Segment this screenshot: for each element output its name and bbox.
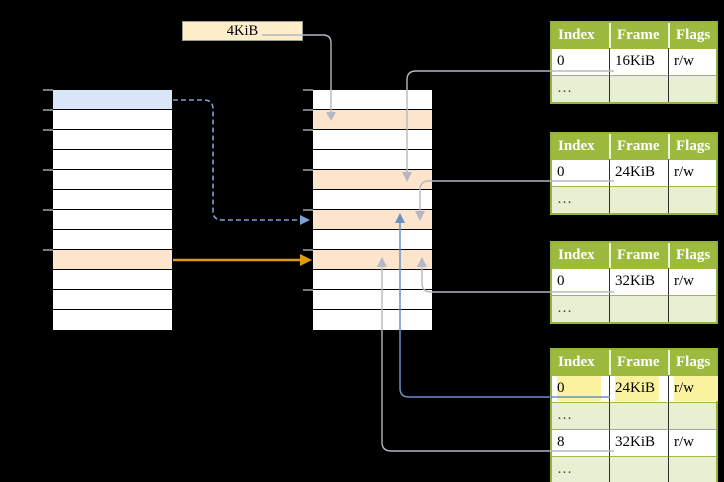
table-cell bbox=[668, 186, 716, 213]
l1-entry bbox=[53, 230, 172, 250]
l2-entry bbox=[313, 90, 432, 110]
l1-entry-highlight-blue bbox=[53, 90, 172, 110]
table-cell: r/w bbox=[668, 375, 718, 402]
highlighted-value: r/w bbox=[674, 376, 718, 401]
column-header: Flags bbox=[668, 350, 716, 375]
table-cell: … bbox=[552, 75, 609, 102]
l2-entry-highlight-orange bbox=[313, 210, 432, 230]
column-header: Index bbox=[552, 350, 609, 375]
l1-entry bbox=[53, 110, 172, 130]
table-cell: 32KiB bbox=[609, 268, 668, 295]
l1-entry bbox=[53, 150, 172, 170]
table-cell: r/w bbox=[668, 159, 716, 186]
table-cell: 0 bbox=[552, 268, 609, 295]
table-cell: … bbox=[552, 186, 609, 213]
page-table-level2 bbox=[313, 90, 432, 330]
tick-mark bbox=[303, 129, 313, 131]
table-cell bbox=[609, 456, 668, 482]
l2-entry bbox=[313, 270, 432, 290]
table-cell bbox=[668, 75, 716, 102]
highlighted-value: 24KiB bbox=[615, 376, 659, 401]
tick-mark bbox=[43, 89, 53, 91]
highlighted-value: 0 bbox=[557, 376, 601, 401]
table-cell: … bbox=[552, 402, 609, 429]
page-size-label-box: 4KiB bbox=[182, 21, 303, 41]
column-header: Index bbox=[552, 134, 609, 159]
table-cell bbox=[609, 75, 668, 102]
table-cell: … bbox=[552, 295, 609, 322]
column-header: Index bbox=[552, 243, 609, 268]
column-header: Frame bbox=[609, 350, 668, 375]
tick-mark bbox=[43, 209, 53, 211]
table-cell: r/w bbox=[668, 429, 716, 456]
tick-mark bbox=[303, 289, 313, 291]
l2-entry bbox=[313, 310, 432, 330]
table-cell bbox=[609, 402, 668, 429]
l1-entry-highlight-orange bbox=[53, 250, 172, 270]
tick-mark bbox=[303, 89, 313, 91]
frame-table-3: Index Frame Flags 0 32KiB r/w … bbox=[550, 241, 718, 324]
frame-table-4: Index Frame Flags 0 24KiB r/w … 8 32KiB … bbox=[550, 348, 718, 482]
column-header: Frame bbox=[609, 243, 668, 268]
frame-table-2: Index Frame Flags 0 24KiB r/w … bbox=[550, 132, 718, 215]
table-cell: 24KiB bbox=[609, 375, 668, 402]
l1-entry bbox=[53, 130, 172, 150]
table-cell: 8 bbox=[552, 429, 609, 456]
column-header: Flags bbox=[668, 23, 716, 48]
l2-entry bbox=[313, 190, 432, 210]
column-header: Flags bbox=[668, 134, 716, 159]
tick-mark bbox=[303, 249, 313, 251]
table-cell: 0 bbox=[552, 375, 609, 402]
tick-mark bbox=[43, 129, 53, 131]
l2-entry-highlight-orange bbox=[313, 170, 432, 190]
tick-mark bbox=[43, 109, 53, 111]
table-cell bbox=[668, 295, 716, 322]
table-cell: 32KiB bbox=[609, 429, 668, 456]
table-cell bbox=[609, 295, 668, 322]
tick-mark bbox=[43, 169, 53, 171]
arrow-l1orange-to-l2 bbox=[173, 254, 312, 266]
tick-mark bbox=[43, 249, 53, 251]
table-cell: 24KiB bbox=[609, 159, 668, 186]
l2-entry-highlight-orange bbox=[313, 250, 432, 270]
table-cell: 16KiB bbox=[609, 48, 668, 75]
table-cell: 0 bbox=[552, 48, 609, 75]
page-size-label: 4KiB bbox=[226, 23, 259, 39]
l1-entry bbox=[53, 270, 172, 290]
l2-entry bbox=[313, 150, 432, 170]
table-cell bbox=[609, 186, 668, 213]
column-header: Frame bbox=[609, 134, 668, 159]
table-cell: 0 bbox=[552, 159, 609, 186]
column-header: Frame bbox=[609, 23, 668, 48]
l2-entry bbox=[313, 130, 432, 150]
table-cell: r/w bbox=[668, 268, 716, 295]
l1-entry bbox=[53, 310, 172, 330]
l2-entry-highlight-orange bbox=[313, 110, 432, 130]
l1-entry bbox=[53, 210, 172, 230]
tick-mark bbox=[303, 209, 313, 211]
column-header: Index bbox=[552, 23, 609, 48]
table-cell bbox=[668, 402, 716, 429]
frame-table-1: Index Frame Flags 0 16KiB r/w … bbox=[550, 21, 718, 104]
table-cell: … bbox=[552, 456, 609, 482]
l1-entry bbox=[53, 290, 172, 310]
page-table-level1 bbox=[53, 90, 172, 330]
l2-entry bbox=[313, 290, 432, 310]
l1-entry bbox=[53, 170, 172, 190]
l2-entry bbox=[313, 230, 432, 250]
table-cell: r/w bbox=[668, 48, 716, 75]
l1-entry bbox=[53, 190, 172, 210]
tick-mark bbox=[303, 109, 313, 111]
arrow-l1blue-to-l2-dashed bbox=[173, 99, 310, 225]
column-header: Flags bbox=[668, 243, 716, 268]
table-cell bbox=[668, 456, 716, 482]
tick-mark bbox=[303, 169, 313, 171]
